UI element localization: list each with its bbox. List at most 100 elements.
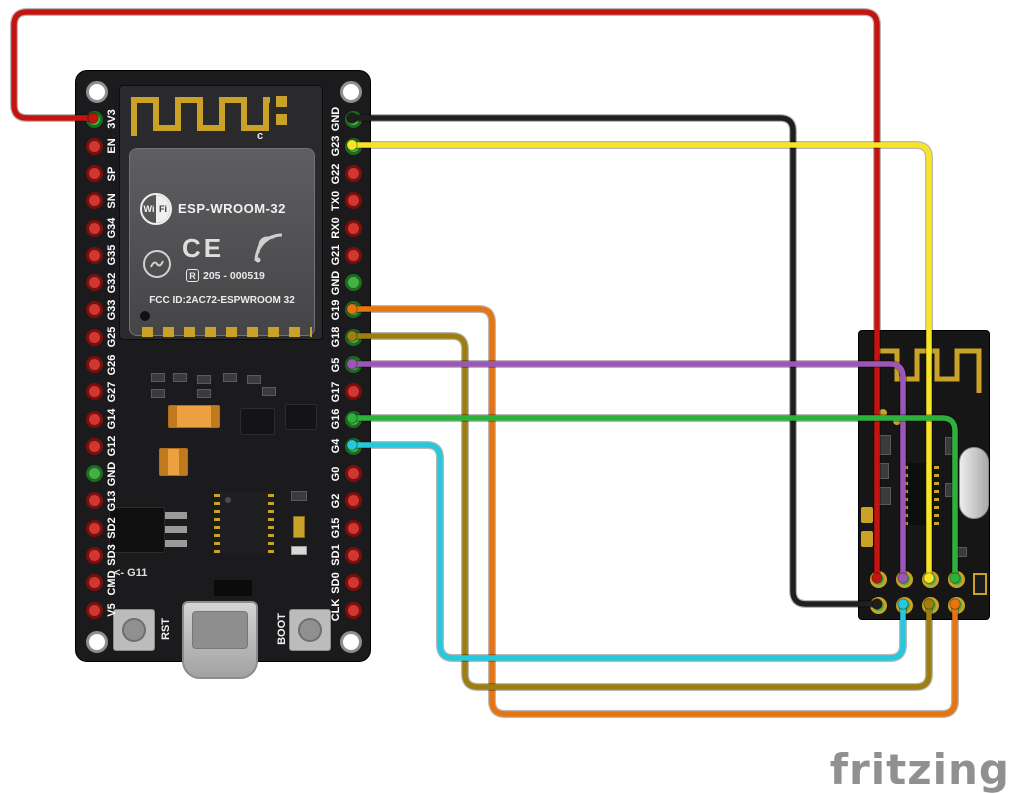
wifi-logo-wi: Wi xyxy=(143,204,155,214)
smd-component xyxy=(247,375,261,384)
nrf-header-pin-1 xyxy=(869,570,887,588)
esp32-pin-label: G19 xyxy=(330,299,342,321)
wire-cyan-signal xyxy=(346,439,909,662)
esp32-pin-label: G23 xyxy=(330,135,342,157)
via-pad xyxy=(879,409,887,417)
smd-component xyxy=(262,387,276,396)
esp32-pin-label: SP xyxy=(106,166,118,181)
esp32-pin-label: G4 xyxy=(330,439,342,454)
wifi-logo-icon: Wi Fi xyxy=(140,193,172,225)
esp32-pin-label: G17 xyxy=(330,381,342,403)
mounting-hole xyxy=(86,631,108,653)
rst-button xyxy=(113,609,155,651)
esp32-pin-left-g25 xyxy=(85,328,103,346)
wire-yellow-signal xyxy=(346,139,935,584)
esp32-pin-label: G21 xyxy=(330,244,342,266)
esp32-pin-right-g2 xyxy=(344,492,362,510)
chip-body xyxy=(220,492,268,553)
esp32-pin-left-en xyxy=(85,137,103,155)
esp32-pin-label: G22 xyxy=(330,163,342,184)
reg-number-text: 205 - 000519 xyxy=(203,269,265,282)
esp32-pin-label: G5 xyxy=(330,357,342,372)
esp32-pin-right-sd1 xyxy=(344,546,362,564)
esp32-pin-label: G34 xyxy=(106,217,118,239)
esp32-pin-left-v5 xyxy=(85,601,103,619)
wifi-logo-fi: Fi xyxy=(156,195,170,223)
esp32-pin-label: G0 xyxy=(330,466,342,481)
gold-pad xyxy=(861,531,873,547)
esp32-pin-label: 3V3 xyxy=(106,109,118,129)
led xyxy=(291,546,307,555)
esp32-pin-label: G12 xyxy=(106,435,118,457)
gold-pad xyxy=(973,573,987,595)
wire-olive-signal xyxy=(346,330,935,691)
mounting-hole xyxy=(340,631,362,653)
esp32-pin-label: GND xyxy=(106,461,118,486)
esp32-pin-left-g32 xyxy=(85,274,103,292)
esp32-pin-label: SD1 xyxy=(330,544,342,567)
button-cap xyxy=(298,618,322,642)
esp32-pin-label: G27 xyxy=(106,381,118,403)
esp32-pin-label: SN xyxy=(106,193,118,209)
esp32-pin-left-3v3 xyxy=(85,110,103,128)
pcb-antenna-icon xyxy=(874,348,982,393)
esp32-pin-label: RX0 xyxy=(330,217,342,239)
esp32-pin-left-sd2 xyxy=(85,519,103,537)
esp32-pin-left-gnd xyxy=(85,465,103,483)
nrf-header-pin-2 xyxy=(895,570,913,588)
usb-uart-chip xyxy=(214,492,274,553)
capacitor xyxy=(168,405,220,428)
esp32-pin-left-g33 xyxy=(85,301,103,319)
micro-usb-connector xyxy=(182,601,258,679)
smd-component xyxy=(223,373,237,382)
boot-label: BOOT xyxy=(276,613,288,645)
esp32-pin-left-g27 xyxy=(85,383,103,401)
smd-component xyxy=(945,437,957,455)
esp32-pin-left-sd3 xyxy=(85,546,103,564)
esp32-pin-label: G2 xyxy=(330,493,342,509)
smd-component xyxy=(214,580,252,596)
esp32-pin-right-g16 xyxy=(344,410,362,428)
esp32-pin-label: G32 xyxy=(106,272,118,294)
smd-component xyxy=(173,373,187,382)
esp32-pin-label: G33 xyxy=(106,299,118,321)
esp32-pin-right-g21 xyxy=(344,246,362,264)
smd-component xyxy=(291,491,307,501)
esp32-pin-left-g12 xyxy=(85,437,103,455)
voltage-regulator xyxy=(109,507,189,553)
esp32-pin-left-sn xyxy=(85,192,103,210)
esp32-pin-label: G14 xyxy=(106,408,118,430)
smd-component xyxy=(953,547,967,557)
regulator-leg xyxy=(165,526,187,533)
esp32-pin-left-g34 xyxy=(85,219,103,237)
usb-shell-detail xyxy=(192,611,248,649)
esp32-pin-left-cmd xyxy=(85,574,103,592)
esp32-pin-right-tx0 xyxy=(344,192,362,210)
esp32-pin-label: G18 xyxy=(330,326,342,348)
smd-component xyxy=(151,389,165,398)
smd-component xyxy=(877,463,889,479)
esp32-pin-right-rx0 xyxy=(344,219,362,237)
wire-black-ground xyxy=(346,112,883,610)
esp-wroom-32-module: c Wi Fi ESP-WROOM-32 CE xyxy=(119,85,323,340)
smd-component xyxy=(293,516,305,538)
esp32-pin-right-g23 xyxy=(344,137,362,155)
esp32-pin-label: TX0 xyxy=(330,190,342,211)
crystal-oscillator xyxy=(959,447,989,519)
rst-label: RST xyxy=(160,618,172,640)
esp32-pin-right-g19 xyxy=(344,301,362,319)
esp32-pin-right-g4 xyxy=(344,437,362,455)
esp32-pin-label: CMD xyxy=(106,570,118,596)
esp32-pin-right-gnd xyxy=(344,110,362,128)
esp32-pin-label: G16 xyxy=(330,408,342,430)
fritzing-logo: fritzing xyxy=(829,745,1010,794)
gold-pad xyxy=(861,507,873,523)
mounting-hole xyxy=(86,81,108,103)
regulator-leg xyxy=(165,540,187,547)
chip-body xyxy=(908,463,934,525)
pcb-antenna-icon xyxy=(131,96,287,136)
esp32-pin-right-g5 xyxy=(344,356,362,374)
esp32-pin-label: G35 xyxy=(106,244,118,266)
esp32-pin-right-g0 xyxy=(344,465,362,483)
